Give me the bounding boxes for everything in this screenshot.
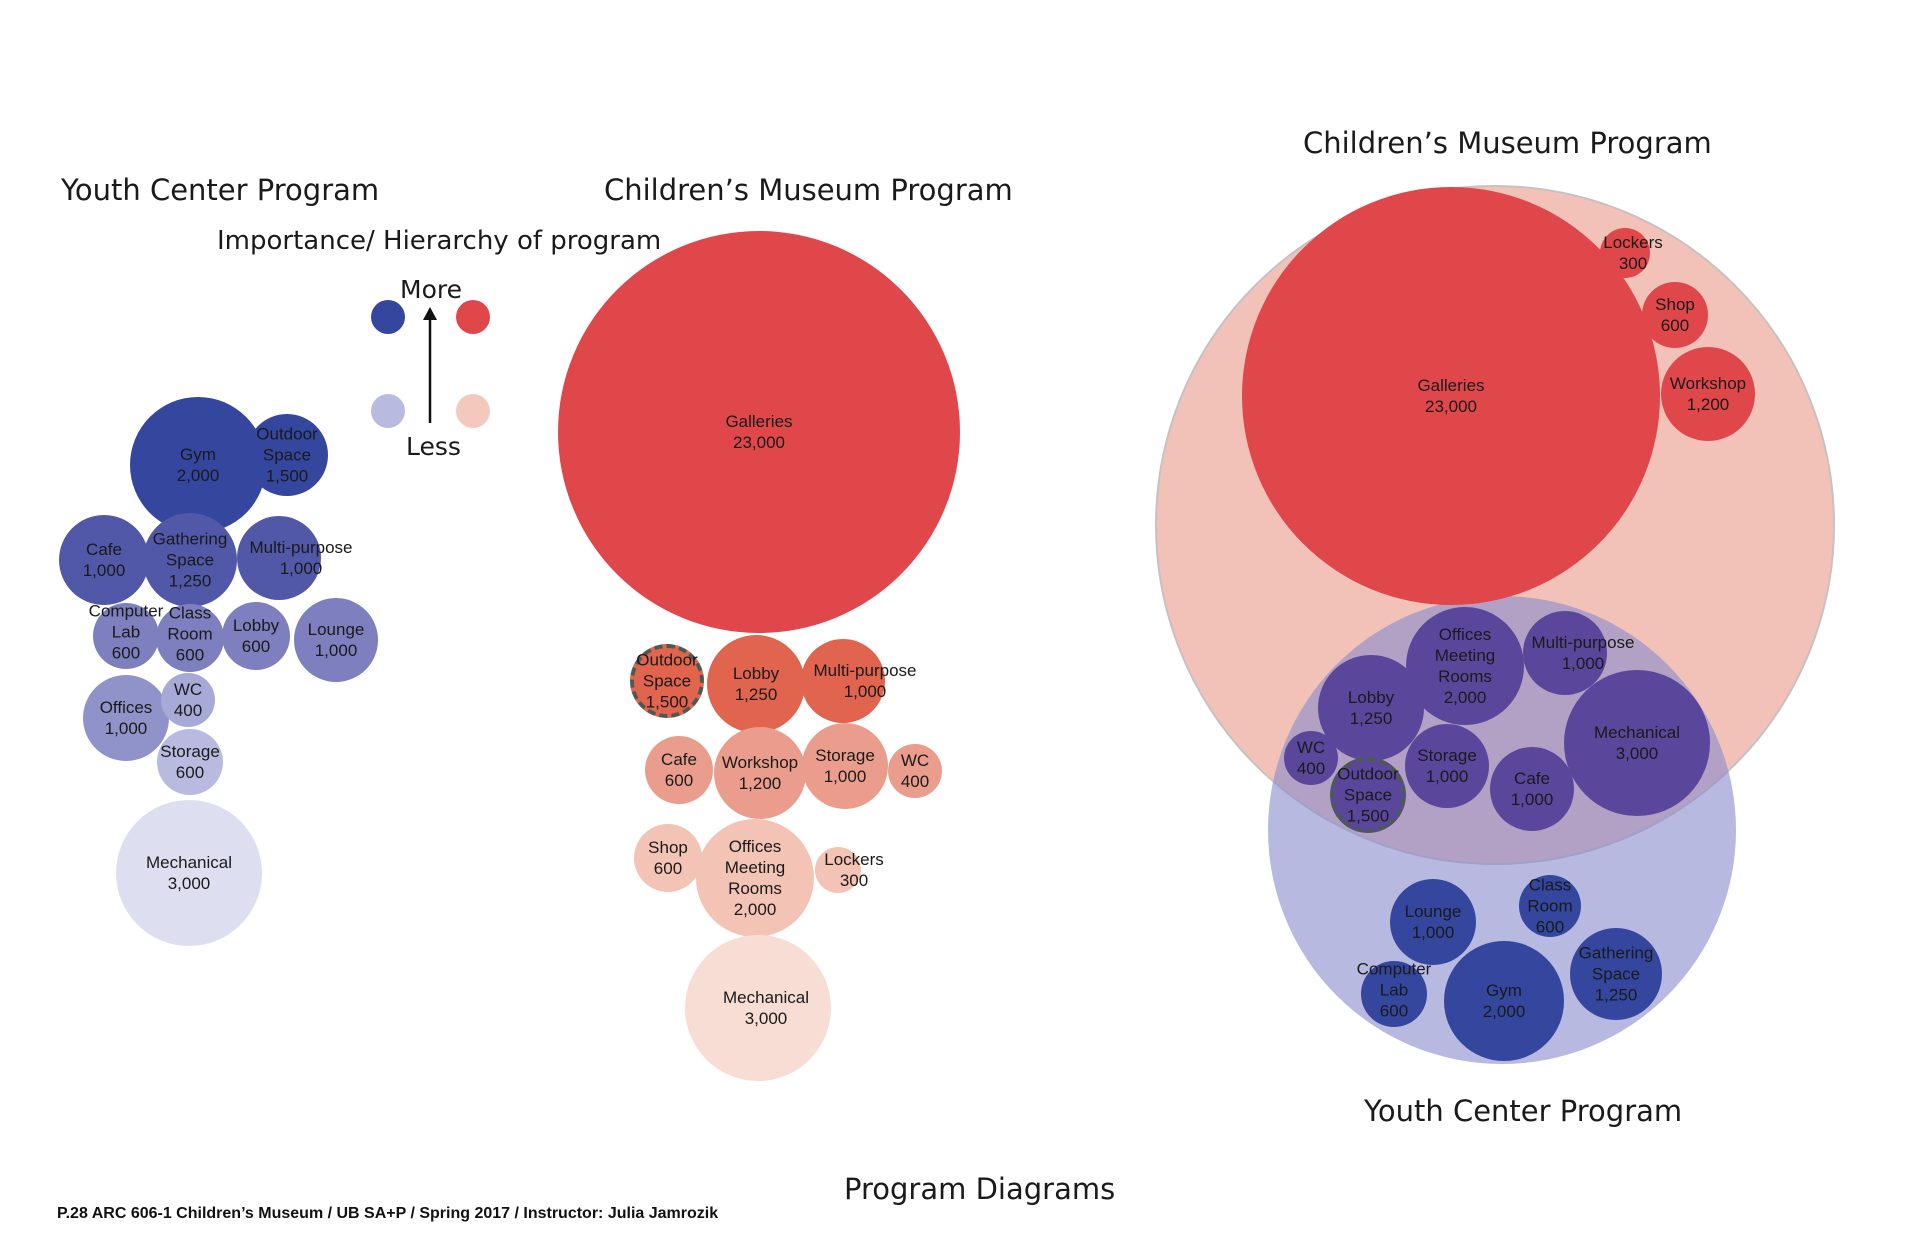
youth-outdoor-space-bubble (246, 414, 328, 496)
museum-lobby-bubble (707, 635, 805, 733)
diagram-title: Program Diagrams (844, 1172, 1116, 1206)
combined-shop-bubble (1642, 282, 1708, 348)
combined-gym-bubble (1444, 941, 1564, 1061)
childrens-museum-heading-left: Children’s Museum Program (604, 173, 1013, 207)
youth-multi-purpose-bubble (237, 516, 321, 600)
museum-shop-bubble (634, 824, 702, 892)
legend-youth-more-swatch (371, 300, 405, 334)
combined-lockers-bubble (1600, 228, 1650, 278)
hierarchy-legend-title: Importance/ Hierarchy of program (217, 226, 662, 256)
combined-galleries-bubble (1242, 187, 1660, 605)
combined-multi-purpose-bubble (1523, 611, 1607, 695)
combined-lobby-bubble (1318, 655, 1424, 761)
youth-offices-bubble (83, 675, 169, 761)
combined-class-room-bubble (1519, 875, 1581, 937)
museum-multi-purpose-bubble (801, 639, 885, 723)
youth-class-room-bubble (156, 604, 224, 672)
combined-outdoor-space-bubble (1330, 757, 1406, 833)
childrens-museum-heading-right: Children’s Museum Program (1303, 126, 1712, 160)
combined-lounge-bubble (1390, 879, 1476, 965)
combined-cafe-bubble (1490, 747, 1574, 831)
youth-storage-bubble (157, 729, 223, 795)
combined-wc-bubble (1284, 731, 1338, 785)
legend-museum-less-swatch (456, 394, 490, 428)
sheet-footer: P.28 ARC 606-1 Children’s Museum / UB SA… (57, 1205, 719, 1222)
museum-workshop-bubble (714, 727, 806, 819)
museum-mechanical-bubble (685, 935, 831, 1081)
combined-storage-bubble (1405, 724, 1489, 808)
youth-computer-lab-bubble (93, 603, 159, 669)
legend-more-label: More (400, 275, 462, 304)
youth-center-heading-right: Youth Center Program (1364, 1094, 1683, 1128)
museum-cafe-bubble (645, 736, 713, 804)
museum-wc-bubble (888, 744, 942, 798)
combined-mechanical-bubble (1564, 670, 1710, 816)
combined-workshop-bubble (1661, 347, 1755, 441)
legend-less-label: Less (406, 432, 461, 461)
youth-gym-bubble (130, 397, 266, 533)
museum-outdoor-space-bubble (630, 644, 704, 718)
combined-offices-meeting-rooms-bubble (1406, 607, 1524, 725)
youth-cafe-bubble (59, 515, 149, 605)
youth-lobby-bubble (222, 602, 290, 670)
combined-computer-lab-bubble (1361, 961, 1427, 1027)
youth-lounge-bubble (294, 598, 378, 682)
combined-gathering-space-bubble (1570, 928, 1662, 1020)
legend-hierarchy-arrow (423, 307, 437, 423)
museum-lockers-bubble (815, 847, 861, 893)
youth-mechanical-bubble (116, 800, 262, 946)
youth-gathering-space-bubble (143, 513, 237, 607)
youth-wc-bubble (161, 673, 215, 727)
legend-youth-less-swatch (371, 394, 405, 428)
museum-galleries-bubble (558, 231, 960, 633)
legend-museum-more-swatch (456, 300, 490, 334)
museum-storage-bubble (802, 723, 888, 809)
youth-center-heading-left: Youth Center Program (61, 173, 380, 207)
museum-offices-meeting-rooms-bubble (696, 819, 814, 937)
